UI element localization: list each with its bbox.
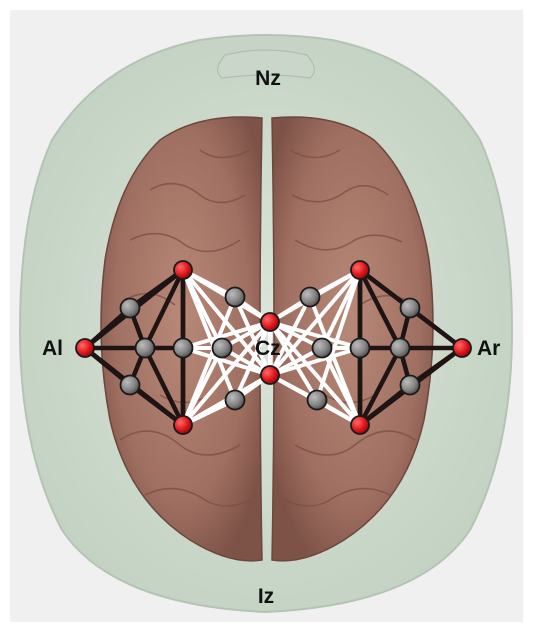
electrode-node-icon bbox=[213, 339, 232, 358]
electrode-node-icon bbox=[391, 339, 410, 358]
iz-label: Iz bbox=[258, 585, 274, 608]
electrode-node-icon bbox=[313, 339, 332, 358]
nz-label: Nz bbox=[255, 67, 281, 90]
cz-label: Cz bbox=[255, 337, 281, 360]
fiducial-node-icon bbox=[174, 416, 192, 434]
al-label: Al bbox=[42, 337, 63, 360]
electrode-node-icon bbox=[308, 391, 327, 410]
electrode-node-icon bbox=[121, 299, 140, 318]
electrode-node-icon bbox=[351, 339, 370, 358]
fiducial-node-icon bbox=[261, 366, 279, 384]
electrode-node-icon bbox=[226, 391, 245, 410]
electrode-node-icon bbox=[121, 376, 140, 395]
electrode-node-icon bbox=[226, 288, 245, 307]
fiducial-node-icon bbox=[453, 339, 471, 357]
electrode-node-icon bbox=[401, 376, 420, 395]
fiducial-node-icon bbox=[174, 261, 192, 279]
electrode-node-icon bbox=[136, 339, 155, 358]
electrode-node-icon bbox=[301, 288, 320, 307]
fiducial-node-icon bbox=[351, 261, 369, 279]
electrode-node-icon bbox=[401, 299, 420, 318]
fiducial-node-icon bbox=[76, 339, 94, 357]
ar-label: Ar bbox=[477, 337, 500, 360]
fiducial-node-icon bbox=[351, 416, 369, 434]
electrode-node-icon bbox=[174, 339, 193, 358]
fiducial-node-icon bbox=[261, 313, 279, 331]
